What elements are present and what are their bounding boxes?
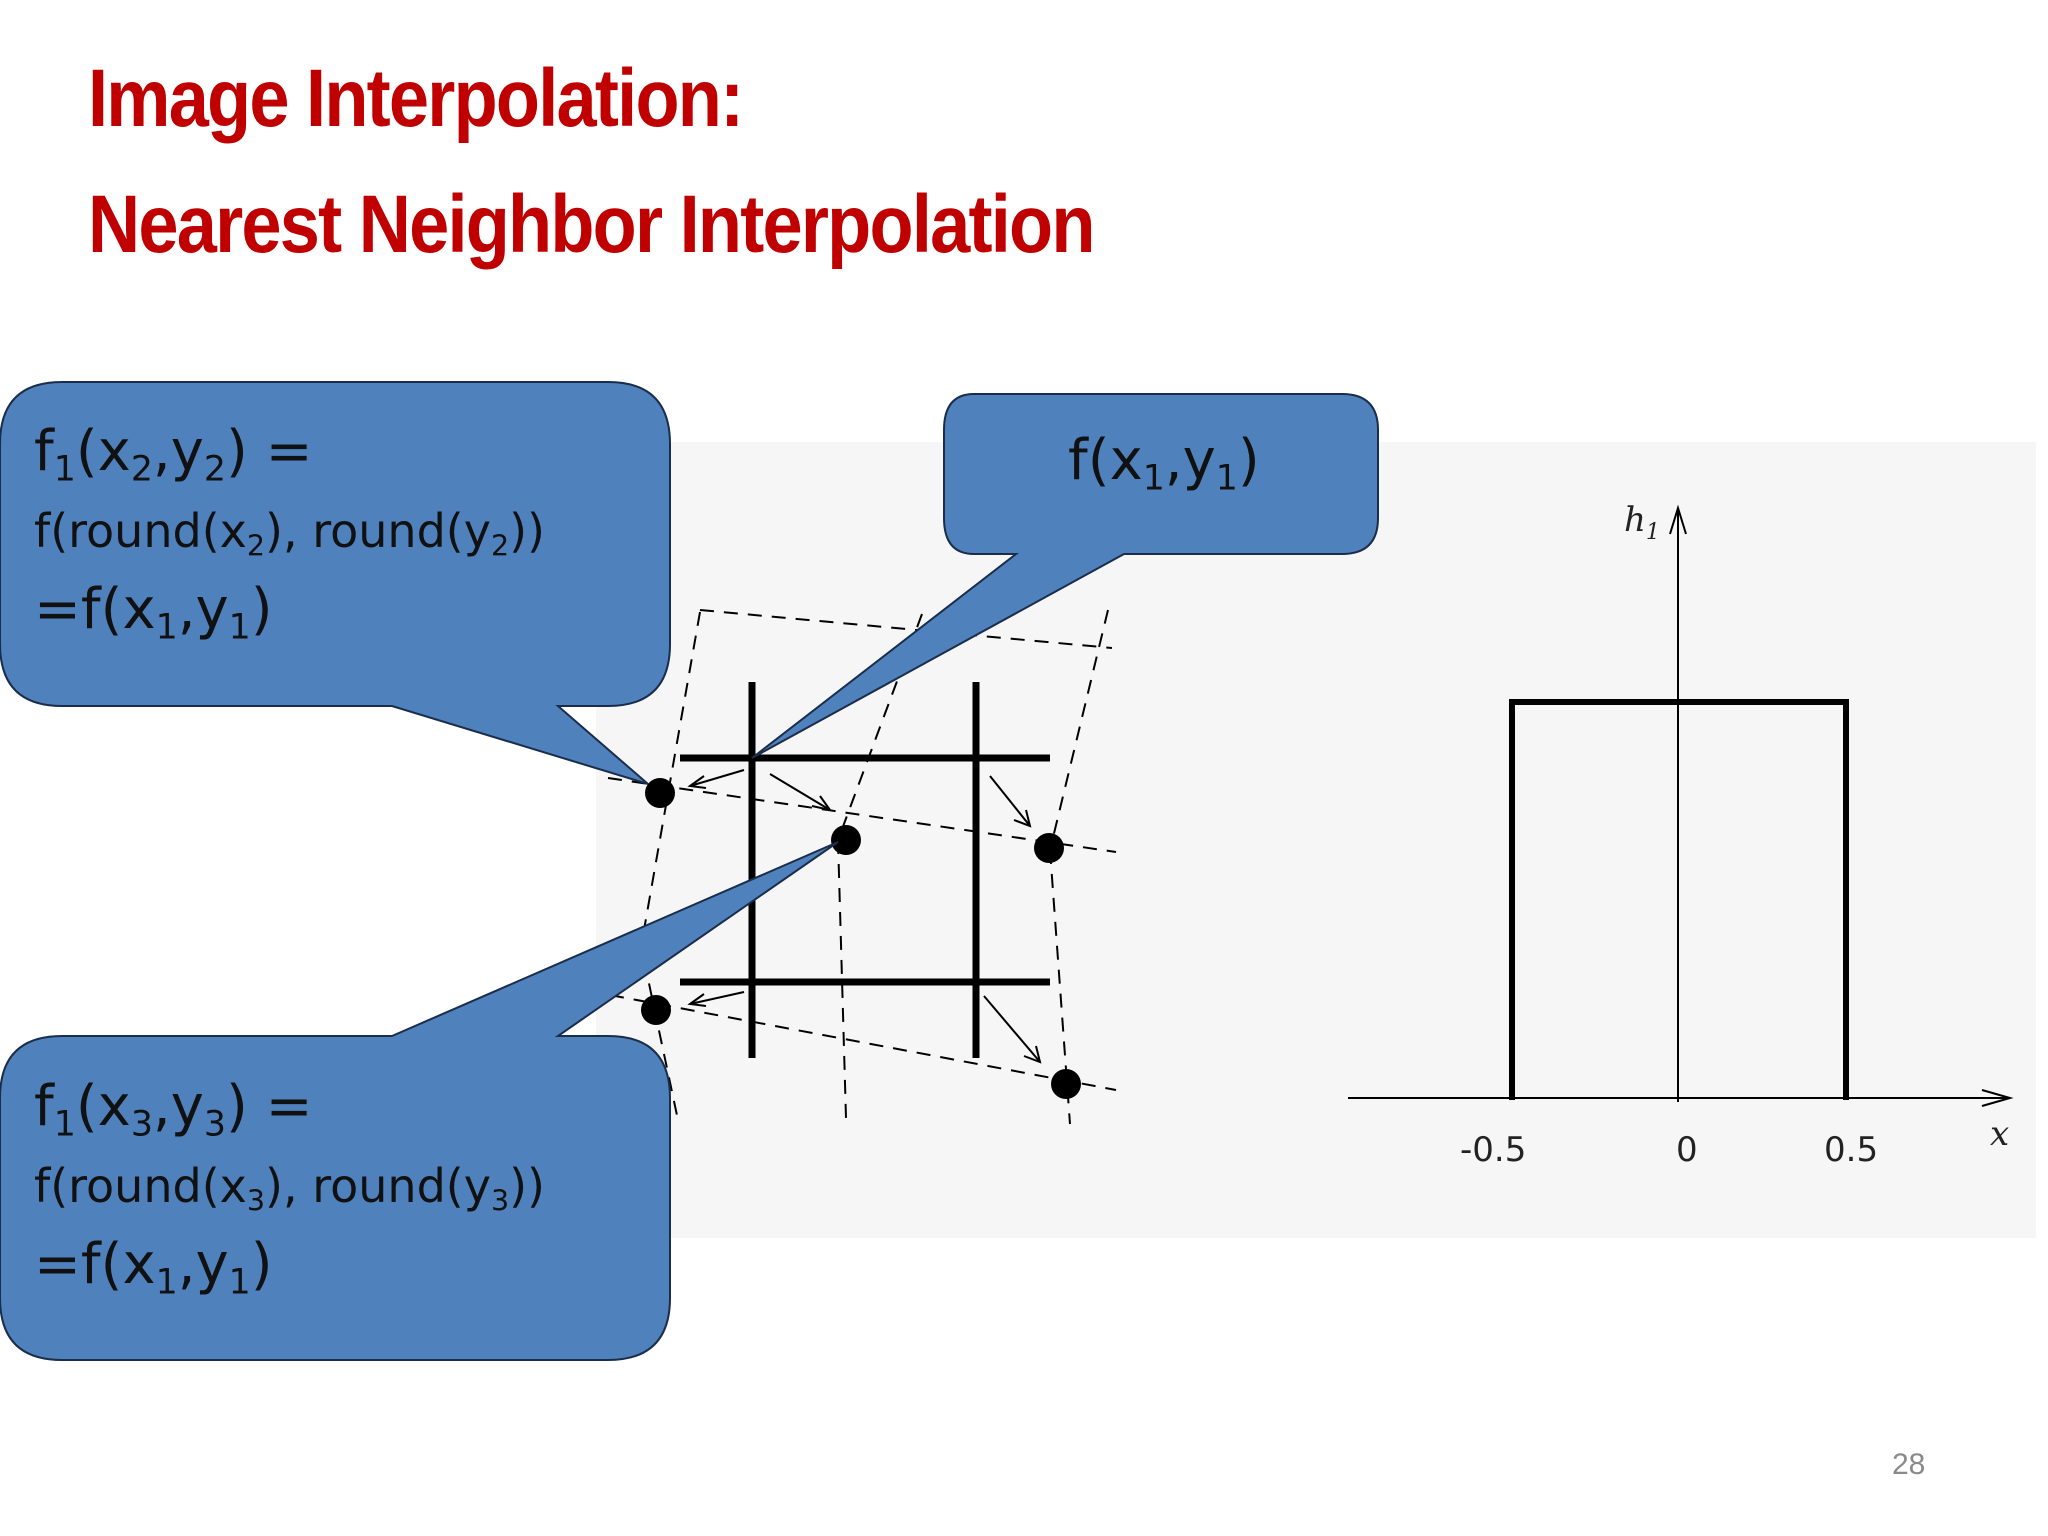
callout-right-text: f(x1,y1): [1068, 421, 1260, 501]
sample-point-right-top: [1034, 833, 1064, 863]
sample-point-center: [831, 825, 861, 855]
slide-title-line2: Nearest Neighbor Interpolation: [88, 179, 1095, 270]
x-axis-label: x: [1990, 1114, 2010, 1154]
callout-left-top-line3: =f(x1,y1): [34, 577, 273, 648]
box-kernel: [1509, 699, 1849, 1100]
callout-left-top-line2: f(round(x2), round(y2)): [34, 504, 546, 563]
callout-left-bottom-text: f1(x3,y3) = f(round(x3), round(y3)) =f(x…: [34, 1067, 545, 1305]
callout-shapes: [0, 381, 1379, 1361]
callout-left-bottom-line3: =f(x1,y1): [34, 1232, 273, 1303]
y-axis-label: h1: [1624, 500, 1660, 545]
page-number: 28: [1892, 1448, 1926, 1481]
tick-label-pos-half: 0.5: [1824, 1130, 1879, 1170]
y-axis-arrow: [1669, 504, 1687, 535]
sample-point-x2y2: [645, 778, 675, 808]
slide-title-line1: Image Interpolation:: [88, 53, 744, 144]
tick-label-zero: 0: [1676, 1130, 1698, 1170]
callout-left-top-line1: f1(x2,y2) =: [34, 419, 313, 490]
callout-right-line: f(x1,y1): [1068, 428, 1260, 499]
displacement-arrows: [687, 769, 1042, 1064]
callout-left-bottom-line2: f(round(x3), round(y3)): [34, 1159, 546, 1218]
callout-left-top-text: f1(x2,y2) = f(round(x2), round(y2)) =f(x…: [34, 412, 545, 650]
callout-right-shape: [751, 393, 1379, 759]
sample-points: [641, 778, 1081, 1099]
target-grid: [680, 682, 1050, 1058]
figure-background: [596, 442, 2036, 1238]
callout-left-top-shape: [0, 381, 671, 785]
callout-left-bottom-line1: f1(x3,y3) =: [34, 1074, 313, 1145]
sample-point-x3y3: [641, 995, 671, 1025]
kernel-plot: [1348, 504, 2014, 1107]
x-axis-arrow: [1981, 1089, 2014, 1107]
sample-point-right-bottom: [1051, 1069, 1081, 1099]
callout-left-bottom-shape: [0, 841, 839, 1361]
tick-label-neg-half: -0.5: [1460, 1130, 1527, 1170]
